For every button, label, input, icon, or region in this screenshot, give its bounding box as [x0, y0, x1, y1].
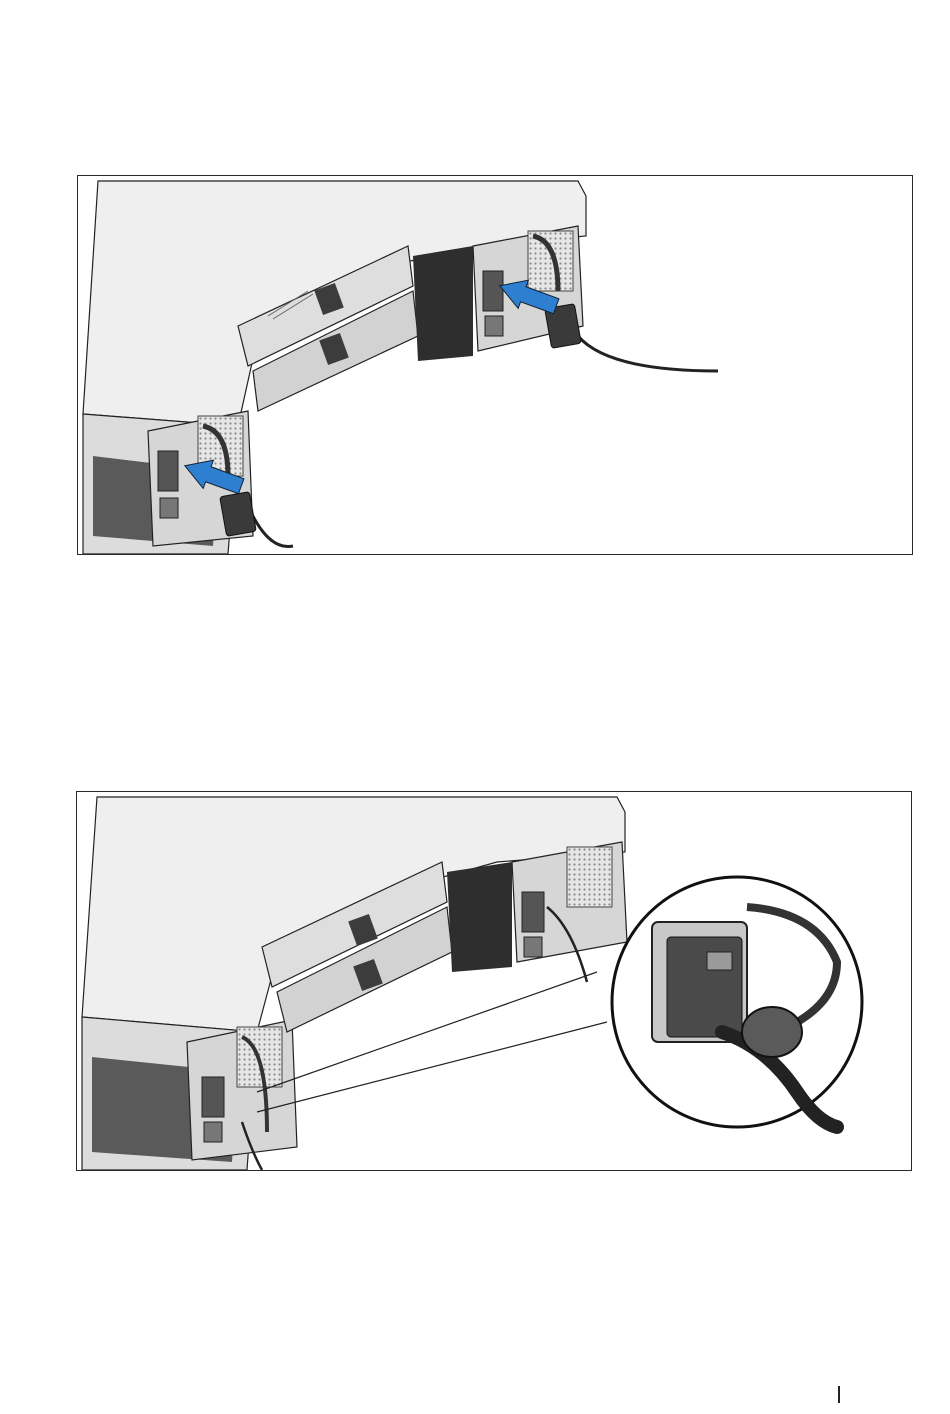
right-power-supply	[512, 842, 627, 982]
enclosure-illustration-1	[78, 176, 912, 554]
page-number-divider	[838, 1386, 840, 1403]
magnified-connector-callout	[612, 877, 862, 1127]
figure-connect-power-cables	[77, 175, 913, 555]
left-power-supply	[187, 1020, 297, 1170]
figure-secure-power-cables	[76, 791, 912, 1171]
right-power-cable	[545, 304, 718, 371]
enclosure-illustration-2	[77, 792, 911, 1170]
